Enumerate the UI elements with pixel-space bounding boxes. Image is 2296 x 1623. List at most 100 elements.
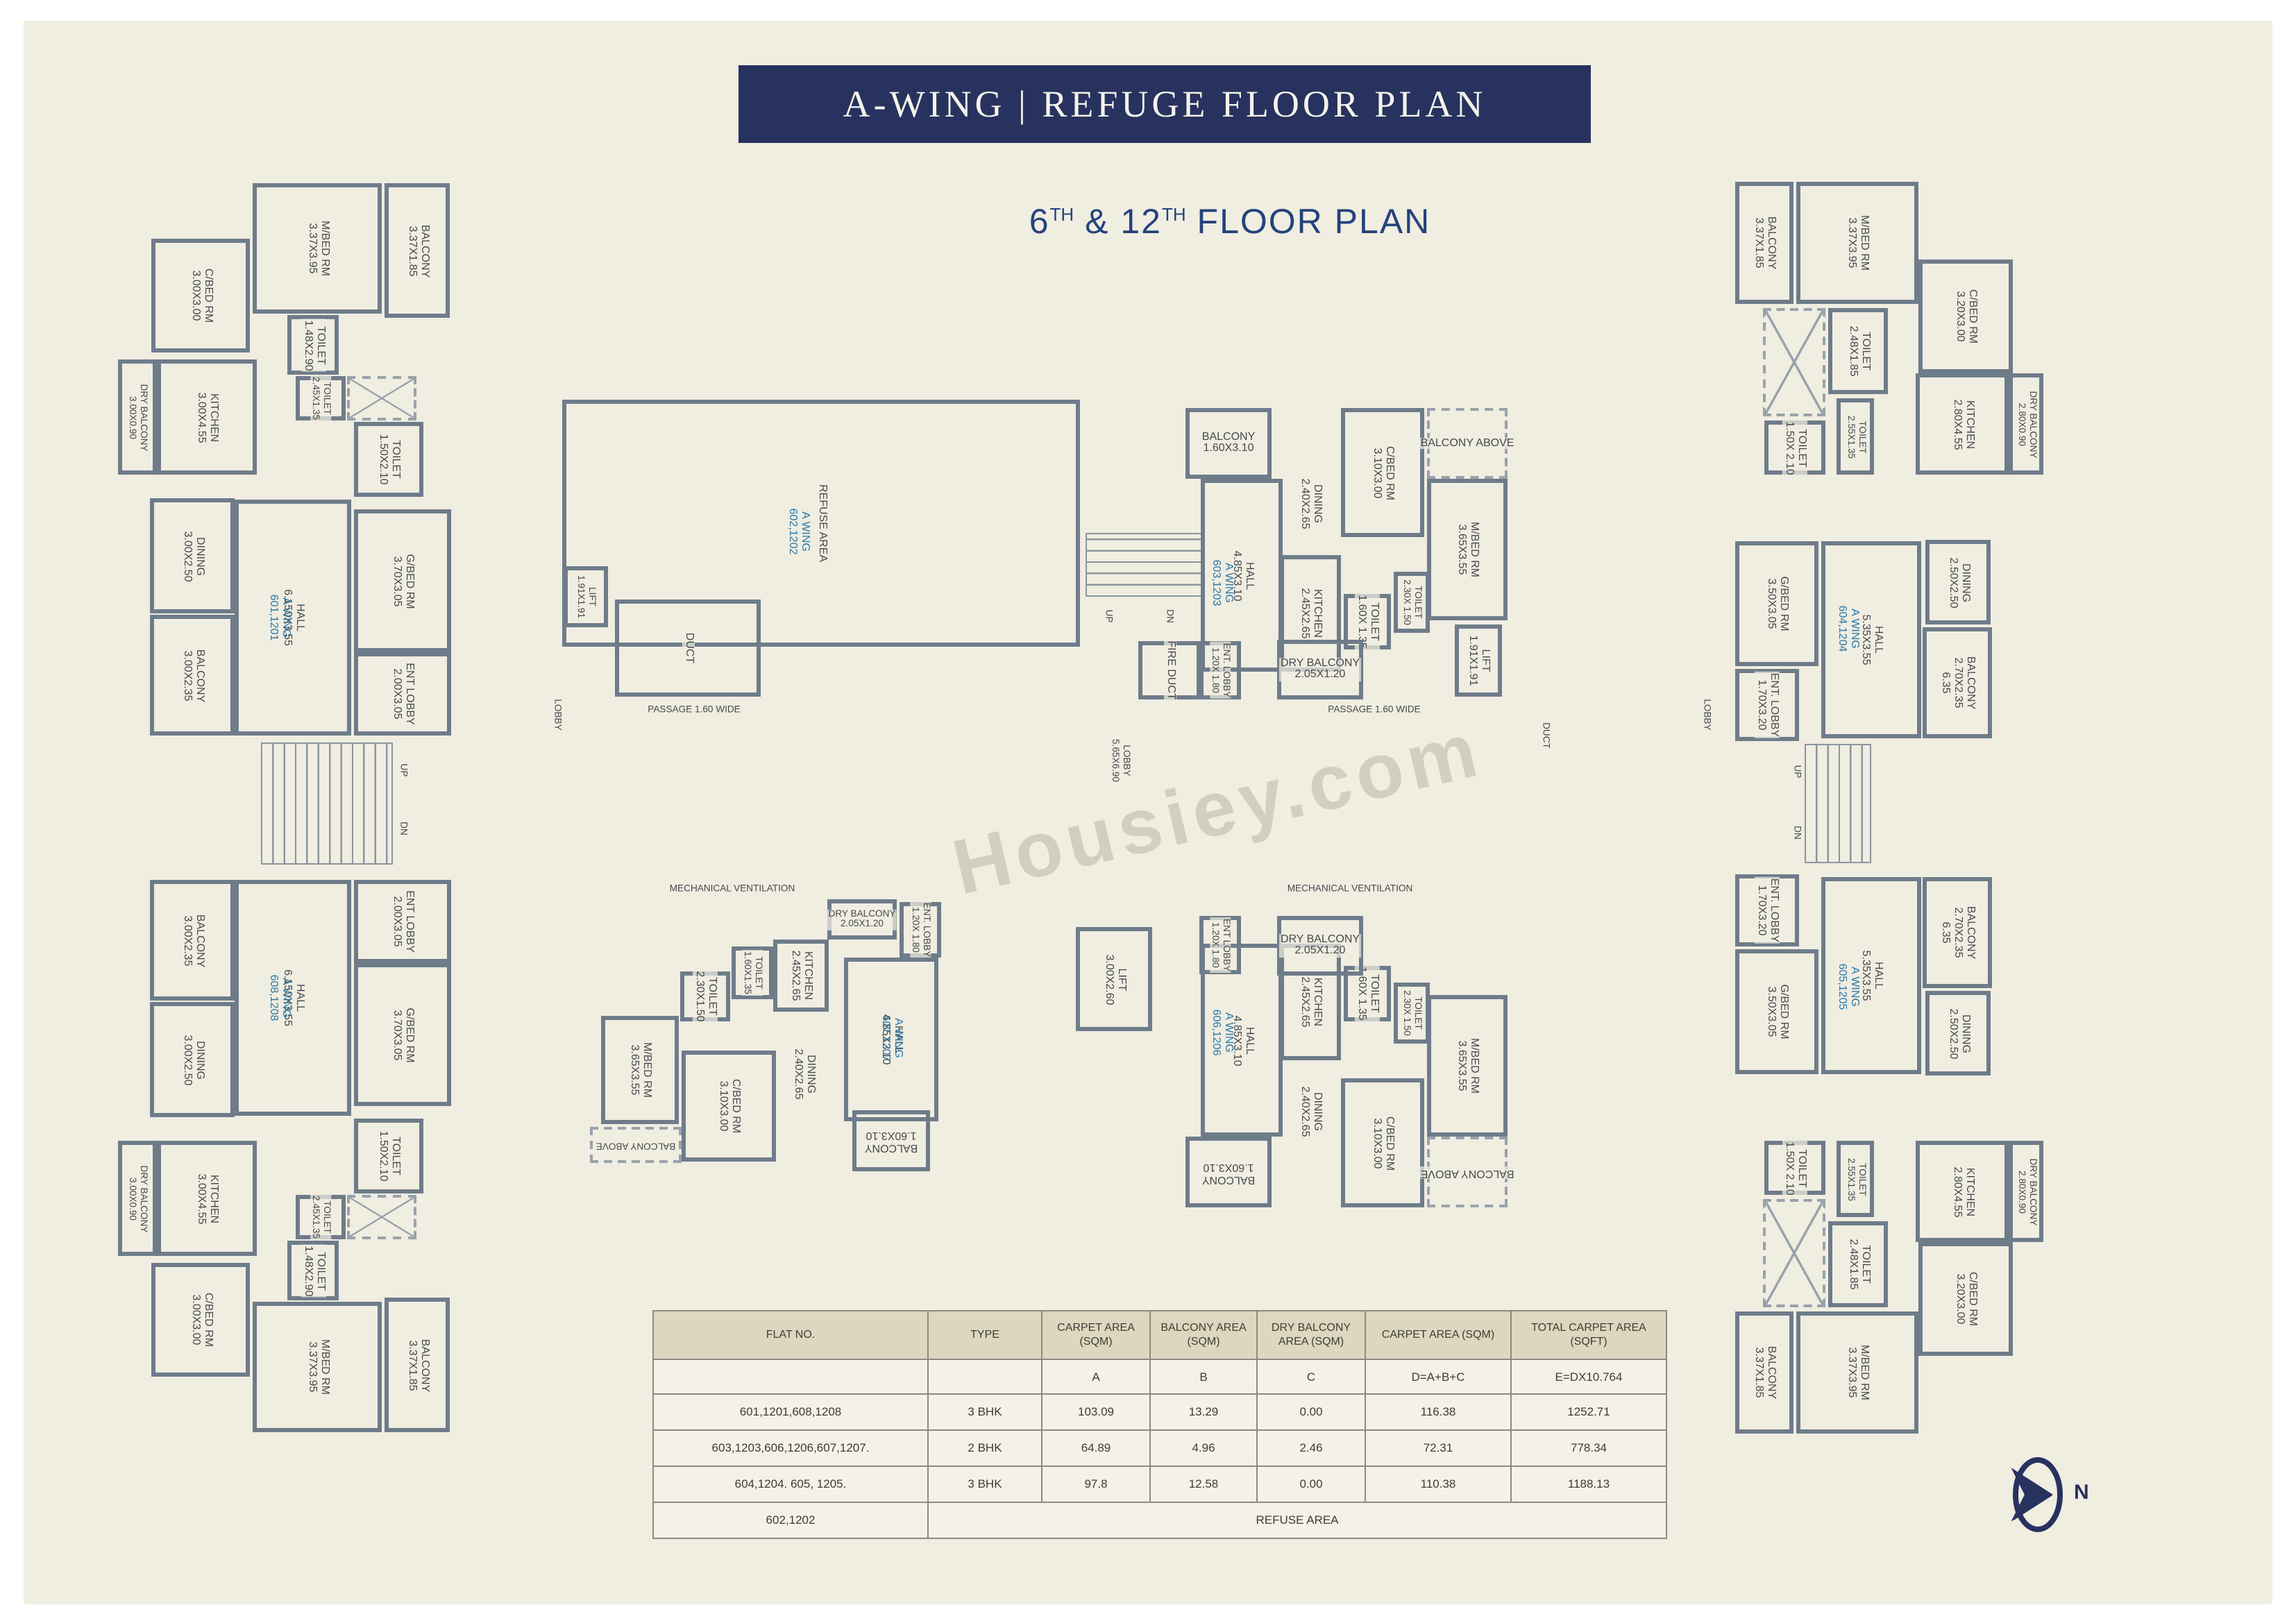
table-subheader: D=A+B+C <box>1365 1359 1512 1395</box>
shaft-cross-608 <box>347 1195 416 1239</box>
table-header: TYPE <box>927 1310 1043 1360</box>
table-footer-flat: 602,1202 <box>652 1502 929 1539</box>
staircase-left <box>261 742 393 865</box>
table-cell: 604,1204. 605, 1205. <box>652 1465 929 1503</box>
label-passage-right: PASSAGE 1.60 WIDE <box>1326 705 1422 716</box>
label-duct-right: DUCT <box>1539 721 1551 750</box>
table-cell: 110.38 <box>1365 1465 1512 1503</box>
table-cell: 3 BHK <box>927 1465 1043 1503</box>
label-lobby-right: LOBBY <box>1700 697 1712 732</box>
table-subheader <box>927 1359 1043 1395</box>
label-left-stairs-dn: DN <box>397 820 408 837</box>
table-cell: 1188.13 <box>1510 1465 1667 1503</box>
label-right-stairs-dn: DN <box>1791 824 1802 841</box>
table-cell: 1252.71 <box>1510 1393 1667 1431</box>
compass-icon <box>2011 1457 2063 1532</box>
room-fire-duct: FIRE DUCT <box>1138 639 1201 702</box>
page-title: A-WING | REFUGE FLOOR PLAN <box>843 83 1487 124</box>
label-lobby-left: LOBBY <box>551 697 562 732</box>
table-subheader: C <box>1256 1359 1366 1395</box>
staircase-center <box>1086 533 1202 597</box>
label-center-stairs-up: UP <box>1102 608 1113 624</box>
shaft-cross-604 <box>1763 308 1825 416</box>
label-right-stairs-up: UP <box>1791 763 1802 780</box>
north-label: N <box>2074 1481 2089 1504</box>
label-mech-vent-right: MECHANICAL VENTILATION <box>1285 883 1415 894</box>
superscript-th: TH <box>1049 204 1074 225</box>
table-cell: 778.34 <box>1510 1429 1667 1467</box>
label-mech-vent-left: MECHANICAL VENTILATION <box>668 883 797 894</box>
label-center-stairs-dn: DN <box>1163 608 1174 624</box>
label-left-stairs-up: UP <box>397 762 408 779</box>
table-cell: 0.00 <box>1256 1393 1366 1431</box>
table-cell: 116.38 <box>1365 1393 1512 1431</box>
table-subheader: A <box>1041 1359 1151 1395</box>
table-cell: 64.89 <box>1041 1429 1151 1467</box>
room-duct-left: DUCT <box>615 600 761 697</box>
table-header: DRY BALCONY AREA (SQM) <box>1256 1310 1366 1360</box>
shaft-cross-605 <box>1763 1199 1825 1307</box>
table-header: TOTAL CARPET AREA (SQFT) <box>1510 1310 1667 1360</box>
table-cell: 103.09 <box>1041 1393 1151 1431</box>
title-banner: A-WING | REFUGE FLOOR PLAN <box>738 65 1591 143</box>
superscript-th: TH <box>1161 204 1186 225</box>
table-footer-note: REFUSE AREA <box>927 1502 1667 1539</box>
